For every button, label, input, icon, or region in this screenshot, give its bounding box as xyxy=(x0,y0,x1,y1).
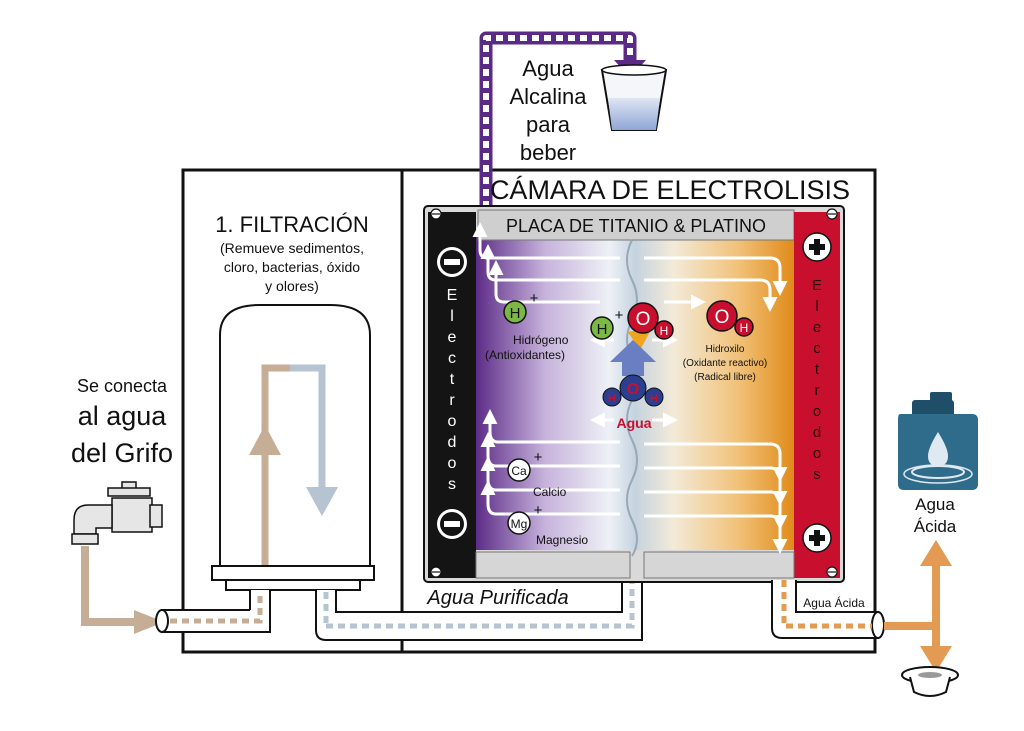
water-label: Agua xyxy=(617,415,652,431)
calcium-plus: + xyxy=(534,449,543,466)
tap-label-line2: al agua xyxy=(78,401,168,431)
filtration-desc-1: (Remueve sedimentos, xyxy=(220,240,364,256)
magnesium-label: Magnesio xyxy=(536,533,588,547)
hydroxyl-label-1: Hidroxilo xyxy=(706,344,745,355)
electrode-letter: e xyxy=(813,319,821,336)
hydrogen-label-2: (Antioxidantes) xyxy=(485,348,565,362)
filtration-title: 1. FILTRACIÓN xyxy=(215,212,369,237)
electrode-letter: l xyxy=(815,298,818,315)
electrode-letter: c xyxy=(813,340,821,357)
alkaline-label-line3: para xyxy=(526,112,571,137)
hydrogen-plus: + xyxy=(615,307,624,324)
electrode-letter: e xyxy=(448,329,457,346)
electrode-letter: E xyxy=(812,277,822,294)
purified-water-pipe xyxy=(315,579,643,641)
water-molecule: O H H xyxy=(602,340,664,407)
magnesium-symbol: Mg xyxy=(511,517,528,531)
hydroxyl-ion: O H xyxy=(706,300,754,337)
filtration-desc-2: cloro, bacterias, óxido xyxy=(224,259,360,275)
electrode-letter: t xyxy=(815,361,820,378)
hydrogen-label-1: Hidrógeno xyxy=(513,333,569,347)
electrode-letter: o xyxy=(448,413,457,430)
electrode-letter: t xyxy=(450,371,455,388)
calcium-label: Calcio xyxy=(533,485,567,499)
electrode-letter: d xyxy=(448,434,457,451)
magnesium-plus: + xyxy=(534,502,543,519)
hydrogen-symbol: H xyxy=(510,305,521,322)
tap-label-line1: Se conecta xyxy=(77,376,168,396)
hydroxyl-label-3: (Radical libre) xyxy=(694,372,756,383)
hydrogen-symbol: H xyxy=(740,321,749,335)
oxygen-symbol: O xyxy=(627,381,639,398)
alkaline-label-line2: Alcalina xyxy=(509,84,587,109)
tap-inlet-pipe xyxy=(81,546,164,634)
flow-arrows xyxy=(472,222,788,554)
electrode-letter: r xyxy=(449,392,455,409)
machine-outer-frame xyxy=(181,168,877,654)
alkaline-label-line4: beber xyxy=(520,140,576,165)
filter-down-arrow xyxy=(306,487,338,516)
hydrogen-symbol: H xyxy=(660,324,669,338)
electrode-letter: l xyxy=(450,308,454,325)
positive-electrode xyxy=(794,212,840,578)
electrode-letter: o xyxy=(813,403,821,420)
alkaline-label-line1: Agua xyxy=(522,56,574,81)
acid-output-arrows xyxy=(884,540,952,672)
filter-up-arrow xyxy=(249,425,281,455)
magnesium-ion: Mg + xyxy=(507,502,543,535)
hydrogen-symbol: H xyxy=(650,393,658,405)
right-electrode-label: E l e c t r o d o s xyxy=(812,277,822,483)
electrode-letter: E xyxy=(447,287,458,304)
electrode-letter: r xyxy=(815,382,820,399)
hydrogen-ion: H + xyxy=(503,290,539,324)
upward-arrow xyxy=(610,340,656,376)
water-tap-icon xyxy=(71,481,163,545)
acid-water-pipe xyxy=(771,580,885,639)
electrode-letter: c xyxy=(448,350,456,367)
electrode-letter: o xyxy=(813,445,821,462)
electrode-letter: s xyxy=(813,466,821,483)
minus-icon xyxy=(437,509,467,539)
electrode-letter: d xyxy=(813,424,821,441)
hydrogen-plus: + xyxy=(530,290,539,307)
drinking-glass-icon xyxy=(600,64,668,131)
drain-icon xyxy=(901,666,959,697)
plate-title: PLACA DE TITANIO & PLATINO xyxy=(506,216,766,236)
calcium-symbol: Ca xyxy=(511,464,527,478)
splitting-hydroxyl: O H xyxy=(627,302,674,350)
electrode-letter: s xyxy=(448,476,456,493)
plus-icon xyxy=(802,232,832,262)
acid-water-label-line2: Ácida xyxy=(914,517,957,536)
filter-canister xyxy=(211,304,375,591)
purified-water-label: Agua Purificada xyxy=(426,587,568,609)
hydroxyl-label-2: (Oxidante reactivo) xyxy=(683,358,767,369)
electrode-letter: o xyxy=(448,455,457,472)
oxygen-symbol: O xyxy=(636,309,651,330)
acid-canister-icon xyxy=(898,392,978,490)
left-electrode-label: E l e c t r o d o s xyxy=(447,287,458,493)
hydrogen-symbol: H xyxy=(608,393,616,405)
acid-water-label-line1: Agua xyxy=(915,495,955,514)
filter-inlet-pipe xyxy=(155,590,271,633)
hydrogen-symbol: H xyxy=(597,321,608,338)
filtration-desc-3: y olores) xyxy=(265,278,319,294)
hydrogen-ion: H + xyxy=(590,307,624,340)
minus-icon xyxy=(437,247,467,277)
tap-label-line3: del Grifo xyxy=(71,438,173,468)
calcium-ion: Ca + xyxy=(507,449,543,482)
acid-water-small-label: Agua Ácida xyxy=(803,595,865,610)
plus-icon xyxy=(802,523,832,553)
chamber-title: CÁMARA DE ELECTROLISIS xyxy=(490,175,850,205)
oxygen-symbol: O xyxy=(715,307,730,328)
